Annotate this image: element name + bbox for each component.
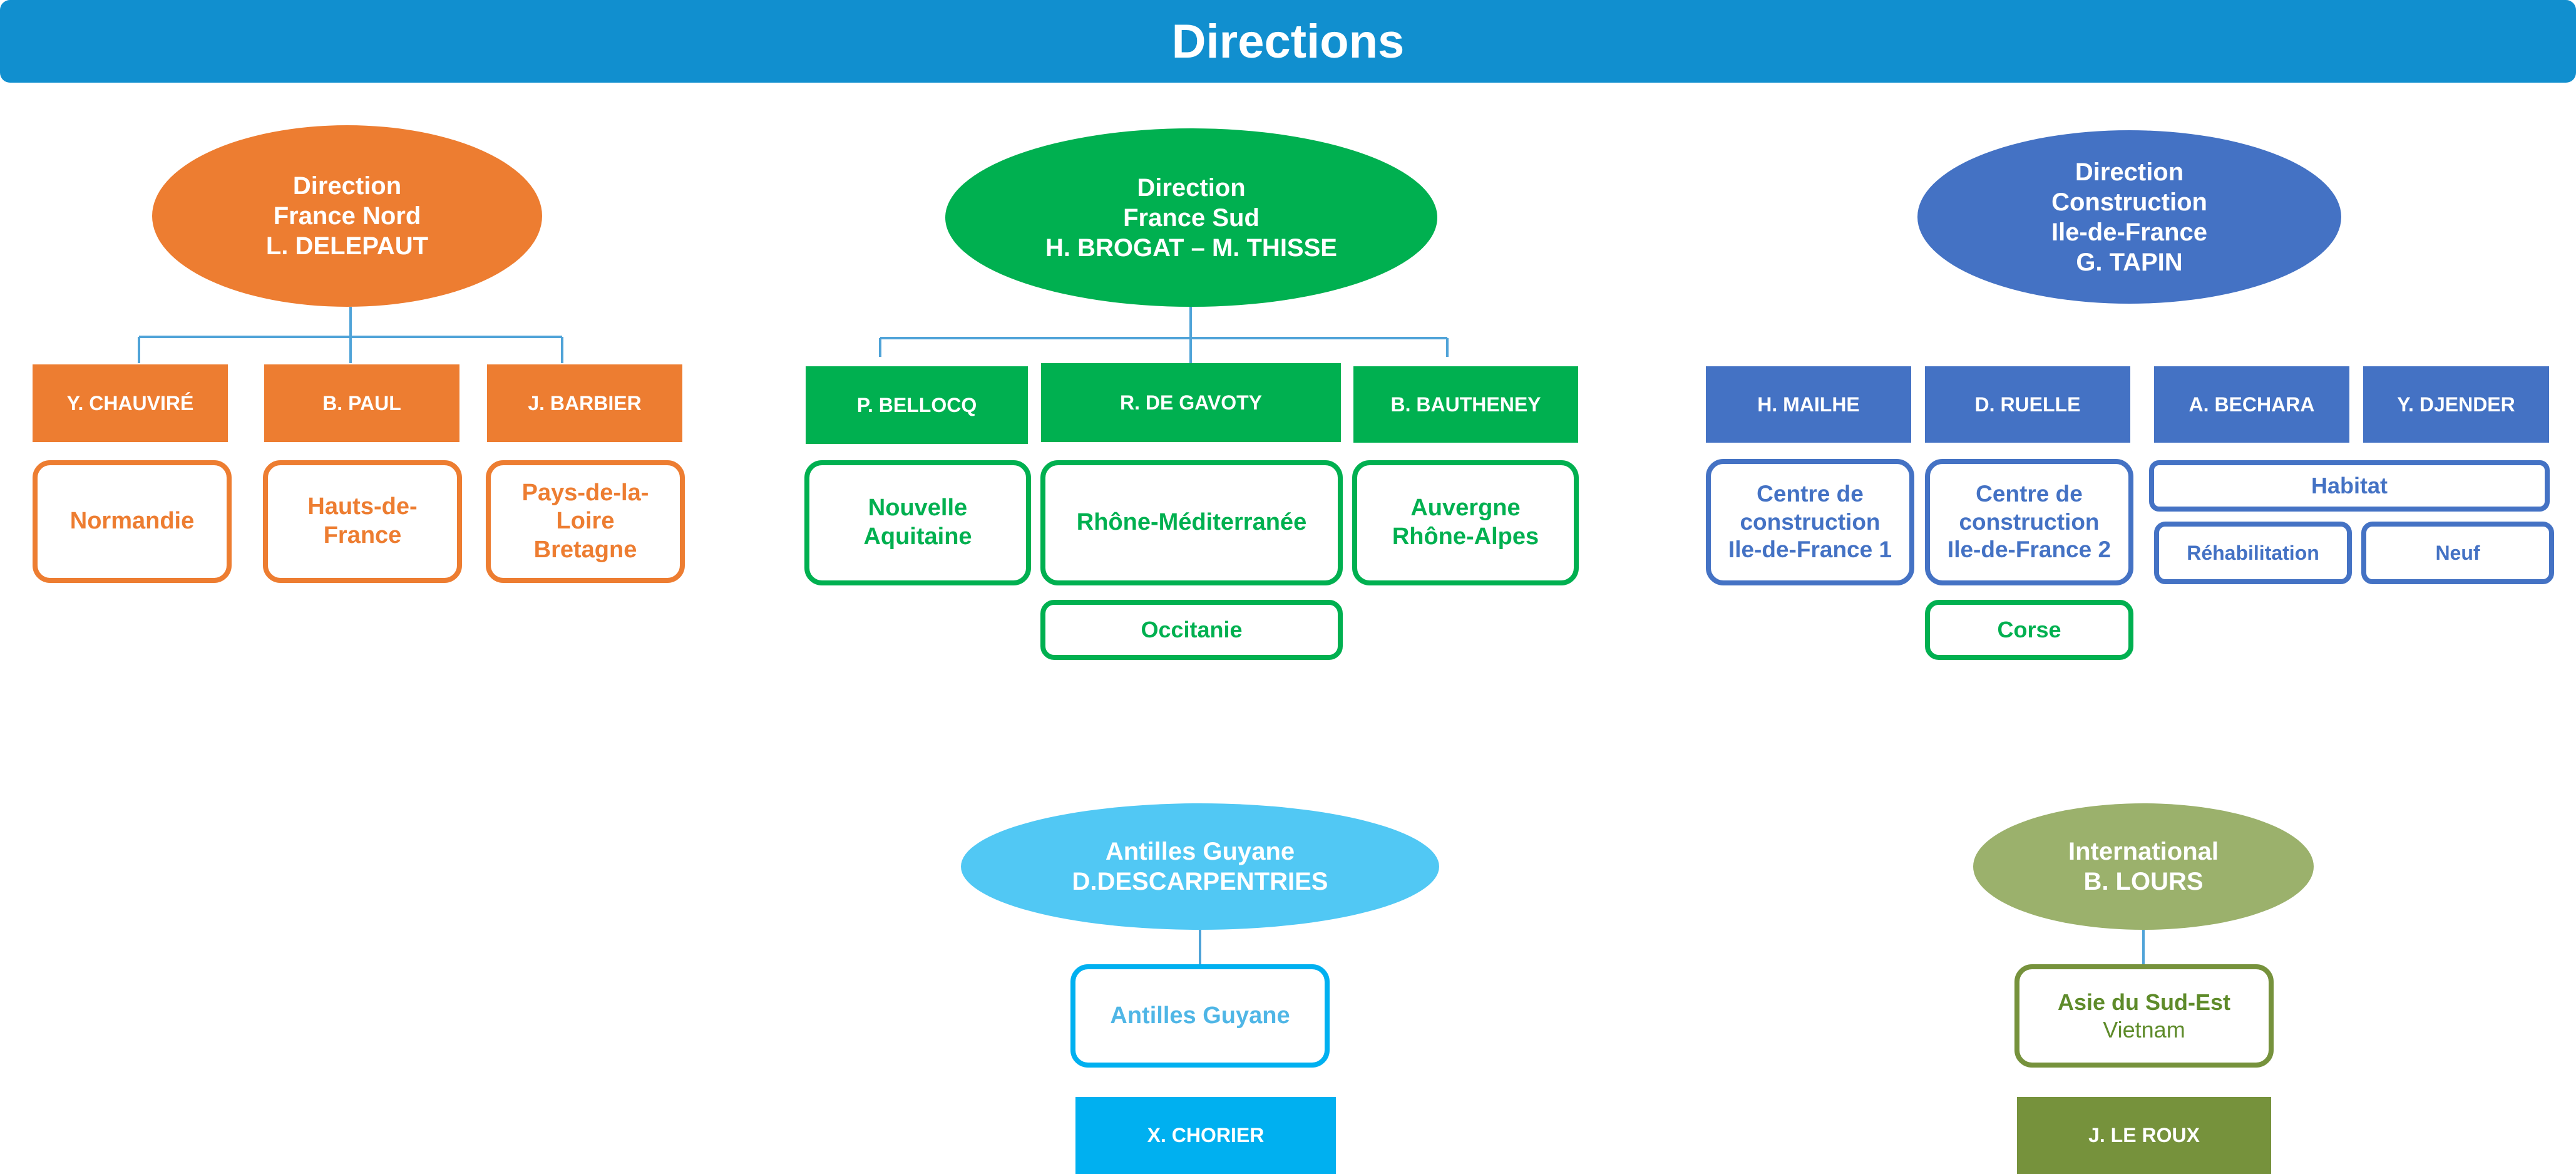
person-label: J. LE ROUX [2088,1124,2200,1146]
person-label: H. MAILHE [1757,393,1860,416]
person-label: B. BAUTHENEY [1390,393,1541,416]
region-line: construction [1959,508,2100,535]
person-h-mailhe: H. MAILHE [1706,366,1911,443]
direction-france-sud-oval: Direction France Sud H. BROGAT – M. THIS… [945,128,1437,307]
region-line: Neuf [2435,541,2480,564]
region-occitanie: Occitanie [1040,600,1343,660]
region-corse: Corse [1925,600,2133,660]
region-line: France [323,522,402,548]
oval-line: H. BROGAT – M. THISSE [1045,234,1337,262]
oval-line: D.DESCARPENTRIES [1072,868,1328,895]
region-centre-idf-1: Centre de construction Ile-de-France 1 [1706,459,1914,585]
person-p-bellocq: P. BELLOCQ [806,366,1028,444]
region-rhone-mediterranee: Rhône-Méditerranée [1040,460,1343,585]
person-r-de-gavoty: R. DE GAVOTY [1041,363,1341,442]
region-subline: Vietnam [2103,1016,2185,1043]
region-line: Centre de [1757,481,1864,507]
region-line: Corse [1997,617,2061,643]
region-line: Asie du Sud-Est [2057,989,2231,1016]
person-b-bautheney: B. BAUTHENEY [1353,366,1578,443]
oval-line: France Sud [1123,203,1260,232]
region-line: Ile-de-France 1 [1728,537,1892,563]
region-line: Centre de [1976,481,2083,507]
oval-line: B. LOURS [2083,868,2204,895]
region-line: Rhône-Alpes [1392,523,1539,550]
nord-connector [138,307,563,363]
region-nouvelle-aquitaine: Nouvelle Aquitaine [804,460,1031,585]
person-label: P. BELLOCQ [856,393,977,416]
page-header: Directions [0,0,2576,83]
region-line: Ile-de-France 2 [1947,537,2112,563]
person-d-ruelle: D. RUELLE [1925,366,2130,443]
region-line: Auvergne [1410,495,1521,522]
region-neuf: Neuf [2361,522,2554,584]
direction-antilles-guyane-oval: Antilles Guyane D.DESCARPENTRIES [961,803,1439,930]
region-line: Hauts-de- [307,493,418,520]
oval-line: G. TAPIN [2076,248,2183,276]
oval-line: France Nord [273,202,421,230]
oval-line: Antilles Guyane [1105,838,1295,865]
region-asie-du-sud-est: Asie du Sud-Est Vietnam [2014,964,2274,1068]
region-line: Rhône-Méditerranée [1076,509,1307,536]
person-label: Y. CHAUVIRÉ [66,391,194,415]
person-label: A. BECHARA [2189,393,2315,416]
region-line: Réhabilitation [2187,541,2319,564]
region-centre-idf-2: Centre de construction Ile-de-France 2 [1925,459,2133,585]
person-label: R. DE GAVOTY [1120,391,1262,414]
region-antilles-guyane: Antilles Guyane [1070,964,1330,1068]
person-label: J. BARBIER [528,391,642,415]
region-line: Pays-de-la- [521,479,649,506]
direction-france-nord-oval: Direction France Nord L. DELEPAUT [152,125,542,307]
region-line: Aquitaine [863,523,972,550]
region-line: Loire [556,508,615,535]
oval-line: Direction [2075,158,2184,186]
oval-line: Construction [2051,188,2207,216]
region-line: Normandie [69,508,195,535]
person-b-paul: B. PAUL [264,364,459,442]
person-j-le-roux: J. LE ROUX [2017,1097,2271,1174]
person-label: Y. DJENDER [2397,393,2515,416]
person-label: X. CHORIER [1147,1124,1265,1146]
region-line: Occitanie [1141,617,1243,643]
oval-line: Ile-de-France [2051,218,2207,246]
person-y-chauvire: Y. CHAUVIRÉ [33,364,228,442]
oval-line: Direction [292,172,402,200]
person-y-djender: Y. DJENDER [2363,366,2549,443]
region-hauts-de-france: Hauts-de- France [263,460,462,583]
person-a-bechara: A. BECHARA [2154,366,2349,443]
person-label: D. RUELLE [1974,393,2081,416]
region-line: construction [1740,508,1881,535]
region-auvergne-rhone-alpes: Auvergne Rhône-Alpes [1352,460,1579,585]
person-x-chorier: X. CHORIER [1075,1097,1336,1174]
page-title: Directions [1171,14,1405,68]
region-line: Bretagne [533,536,637,563]
oval-line: International [2068,838,2219,865]
region-rehabilitation: Réhabilitation [2154,522,2352,584]
direction-construction-oval: Direction Construction Ile-de-France G. … [1917,130,2341,304]
direction-international-oval: International B. LOURS [1973,803,2314,930]
oval-line: L. DELEPAUT [265,232,429,260]
region-line: Nouvelle [868,495,968,522]
person-label: B. PAUL [322,391,401,415]
region-line: Habitat [2311,473,2388,499]
region-normandie: Normandie [33,460,232,583]
region-habitat: Habitat [2149,460,2550,512]
region-pays-de-la-loire-bretagne: Pays-de-la- Loire Bretagne [486,460,685,583]
sud-connector [879,307,1449,363]
region-line: Antilles Guyane [1110,1002,1290,1029]
oval-line: Direction [1137,173,1246,202]
person-j-barbier: J. BARBIER [487,364,682,442]
